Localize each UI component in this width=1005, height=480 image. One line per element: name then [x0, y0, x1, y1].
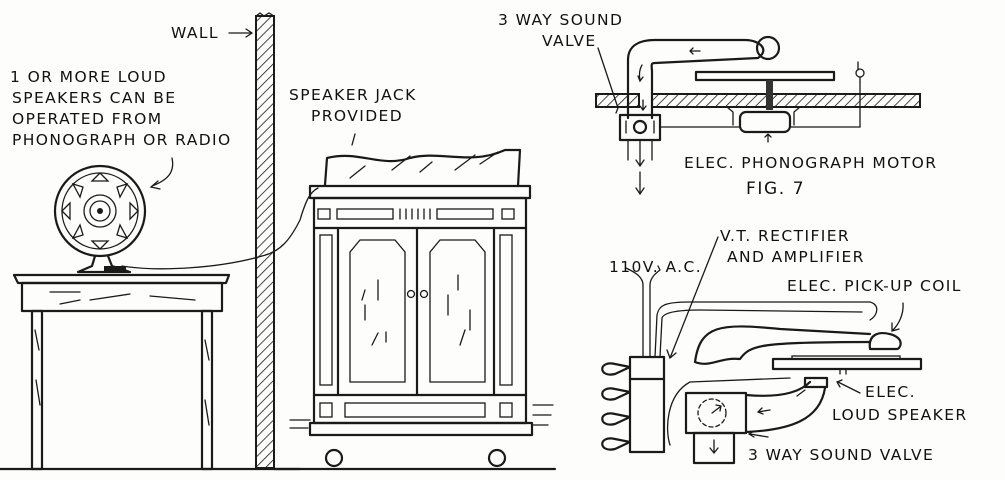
wall-arrow	[228, 28, 254, 38]
power-label: 110V. A.C.	[609, 258, 702, 276]
amplifier-arrow	[666, 236, 719, 360]
side-table	[12, 273, 231, 471]
speaker-note-line-2: SPEAKERS CAN BE	[12, 89, 176, 107]
amplifier-label-line-2: AND AMPLIFIER	[727, 248, 865, 266]
jack-note-line-2: PROVIDED	[311, 107, 403, 125]
speaker-note-line-1: 1 OR MORE LOUD	[10, 68, 167, 86]
fig7-valve-label-line-2: VALVE	[542, 32, 597, 50]
lower-figure-amplifier	[601, 265, 878, 454]
speaker-note-line-4: PHONOGRAPH OR RADIO	[12, 131, 232, 149]
speaker-label-line-1: ELEC.	[865, 383, 916, 401]
fig7-valve-label-line-1: 3 WAY SOUND	[498, 11, 623, 29]
valve-label: 3 WAY SOUND VALVE	[748, 446, 934, 464]
speaker-cable	[121, 187, 319, 270]
speaker-note-line-3: OPERATED FROM	[12, 110, 162, 128]
pickup-arrow	[891, 302, 904, 332]
fig7-motor-label: ELEC. PHONOGRAPH MOTOR	[684, 154, 937, 172]
fig7-phonograph	[595, 35, 921, 196]
wall	[255, 12, 275, 469]
vacuum-tubes	[601, 362, 632, 451]
wall-label: WALL	[171, 24, 219, 42]
jack-note-line-1: SPEAKER JACK	[289, 86, 417, 104]
loud-speaker	[53, 164, 147, 274]
fig7-caption: FIG. 7	[746, 179, 805, 199]
speaker-arrow	[836, 379, 861, 394]
lower-figure-pickup	[693, 325, 923, 375]
valve-arrow	[747, 430, 769, 438]
pickup-label: ELEC. PICK-UP COIL	[787, 277, 962, 295]
amplifier-label-line-1: V.T. RECTIFIER	[720, 227, 850, 245]
phonograph-cabinet	[289, 148, 554, 468]
jack-note-arrow	[351, 133, 356, 146]
speaker-note-arrow	[149, 157, 174, 190]
fig7-valve-arrow	[597, 47, 619, 114]
lower-figure-speaker-valve	[684, 376, 829, 465]
speaker-label-line-2: LOUD SPEAKER	[832, 406, 968, 424]
